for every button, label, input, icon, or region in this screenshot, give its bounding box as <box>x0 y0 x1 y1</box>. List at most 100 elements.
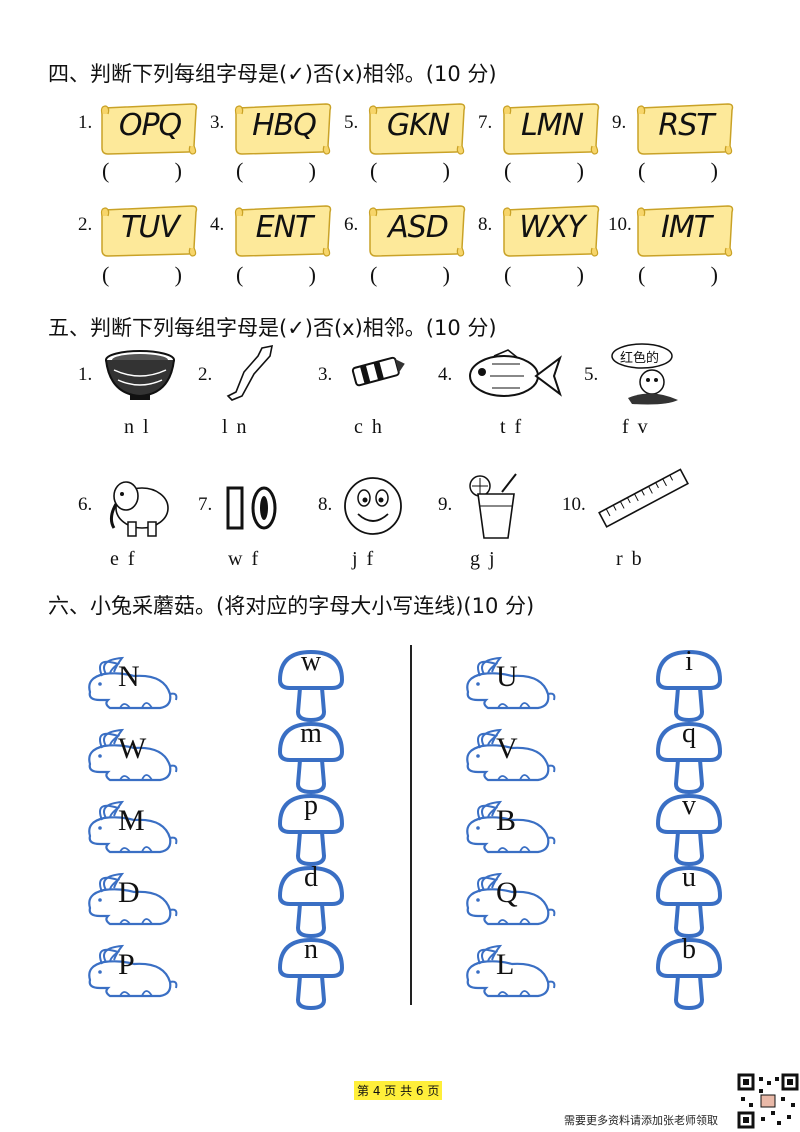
s5-item-number: 9. <box>438 494 453 515</box>
uppercase-letter: P <box>118 948 135 981</box>
letter-scroll: IMT <box>636 202 734 258</box>
rabbit[interactable]: L <box>458 942 558 1002</box>
s4-item-number: 5. <box>344 112 359 133</box>
s5-letters: r b <box>616 548 644 570</box>
answer-parentheses[interactable]: () <box>102 262 182 288</box>
s4-item-number: 6. <box>344 214 359 235</box>
ruler-icon <box>598 468 689 528</box>
paren-close: ) <box>174 158 182 183</box>
s4-item-number: 10. <box>608 214 632 235</box>
mushroom-icon <box>277 937 345 1011</box>
s5-item-number: 7. <box>198 494 213 515</box>
rabbit-icon <box>466 728 556 782</box>
s4-item-number: 7. <box>478 112 493 133</box>
rabbit-icon <box>88 656 178 710</box>
s5-letters: w f <box>228 548 261 570</box>
letter-scroll: OPQ <box>100 100 198 156</box>
mushroom[interactable]: d <box>276 862 346 939</box>
mushroom[interactable]: v <box>654 790 724 867</box>
paren-close: ) <box>576 262 584 287</box>
paren-close: ) <box>710 262 718 287</box>
lowercase-letter: i <box>685 646 693 677</box>
qr-code-icon <box>737 1073 799 1129</box>
answer-parentheses[interactable]: () <box>504 158 584 184</box>
juice-glass-icon <box>469 473 517 539</box>
rabbit[interactable]: B <box>458 798 558 858</box>
mushroom-icon <box>277 721 345 795</box>
letter-scroll: RST <box>636 100 734 156</box>
paren-open: ( <box>370 158 378 183</box>
s5-item-number: 5. <box>584 364 599 385</box>
face-icon <box>344 477 402 535</box>
s5-item-number: 3. <box>318 364 333 385</box>
rabbit-icon <box>88 728 178 782</box>
mushroom[interactable]: p <box>276 790 346 867</box>
answer-parentheses[interactable]: () <box>370 158 450 184</box>
lowercase-letter: d <box>304 862 318 893</box>
rabbit[interactable]: Q <box>458 870 558 930</box>
paren-open: ( <box>504 262 512 287</box>
rabbit[interactable]: W <box>80 726 180 786</box>
uppercase-letter: V <box>496 732 518 765</box>
mushroom-icon <box>277 865 345 939</box>
answer-parentheses[interactable]: () <box>236 262 316 288</box>
scroll-letters: TUV <box>121 210 180 245</box>
uppercase-letter: W <box>118 732 147 765</box>
answer-parentheses[interactable]: () <box>102 158 182 184</box>
crayon-icon <box>351 356 405 387</box>
mushroom[interactable]: n <box>276 934 346 1011</box>
answer-parentheses[interactable]: () <box>638 262 718 288</box>
s4-item-number: 9. <box>612 112 627 133</box>
leg-icon <box>226 344 274 401</box>
s5-letters: c h <box>354 416 384 438</box>
s5-letters: l n <box>222 416 249 438</box>
answer-parentheses[interactable]: () <box>638 158 718 184</box>
rabbit-icon <box>466 656 556 710</box>
uppercase-letter: D <box>118 876 140 909</box>
s5-item-number: 1. <box>78 364 93 385</box>
rabbit[interactable]: V <box>458 726 558 786</box>
lowercase-letter: m <box>300 718 322 749</box>
s5-letters: n l <box>124 416 151 438</box>
mushroom-icon <box>655 865 723 939</box>
section6-heading: 六、小兔采蘑菇。(将对应的字母大小写连线)(10 分) <box>48 594 535 618</box>
letter-scroll: ENT <box>234 202 332 258</box>
rabbit[interactable]: D <box>80 870 180 930</box>
answer-parentheses[interactable]: () <box>236 158 316 184</box>
lowercase-letter: v <box>682 790 696 821</box>
answer-parentheses[interactable]: () <box>370 262 450 288</box>
rabbit-icon <box>466 944 556 998</box>
rabbit[interactable]: P <box>80 942 180 1002</box>
section4-heading: 四、判断下列每组字母是(✓)否(x)相邻。(10 分) <box>48 62 497 86</box>
mushroom[interactable]: b <box>654 934 724 1011</box>
uppercase-letter: B <box>496 804 517 837</box>
s5-item-number: 4. <box>438 364 453 385</box>
lowercase-letter: w <box>300 646 322 677</box>
scroll-letters: LMN <box>520 108 584 143</box>
lowercase-letter: p <box>304 790 318 821</box>
rabbit[interactable]: N <box>80 654 180 714</box>
s4-item-number: 4. <box>210 214 225 235</box>
mushroom[interactable]: q <box>654 718 724 795</box>
mushroom[interactable]: m <box>276 718 346 795</box>
paren-open: ( <box>370 262 378 287</box>
rabbit-icon <box>88 944 178 998</box>
s5-letters: g j <box>470 548 497 570</box>
answer-parentheses[interactable]: () <box>504 262 584 288</box>
footer-note: 需要更多资料请添加张老师领取 <box>564 1114 718 1127</box>
letter-scroll: GKN <box>368 100 466 156</box>
mushroom[interactable]: i <box>654 646 724 723</box>
scroll-letters: RST <box>658 108 714 143</box>
fish-icon <box>469 349 562 397</box>
letter-scroll: LMN <box>502 100 600 156</box>
s4-item-number: 1. <box>78 112 93 133</box>
paren-close: ) <box>174 262 182 287</box>
scroll-letters: ENT <box>255 210 314 245</box>
rabbit[interactable]: U <box>458 654 558 714</box>
rabbit[interactable]: M <box>80 798 180 858</box>
lowercase-letter: n <box>304 934 318 965</box>
mushroom[interactable]: u <box>654 862 724 939</box>
mushroom[interactable]: w <box>276 646 346 723</box>
letter-scroll: WXY <box>502 202 600 258</box>
paren-open: ( <box>638 262 646 287</box>
